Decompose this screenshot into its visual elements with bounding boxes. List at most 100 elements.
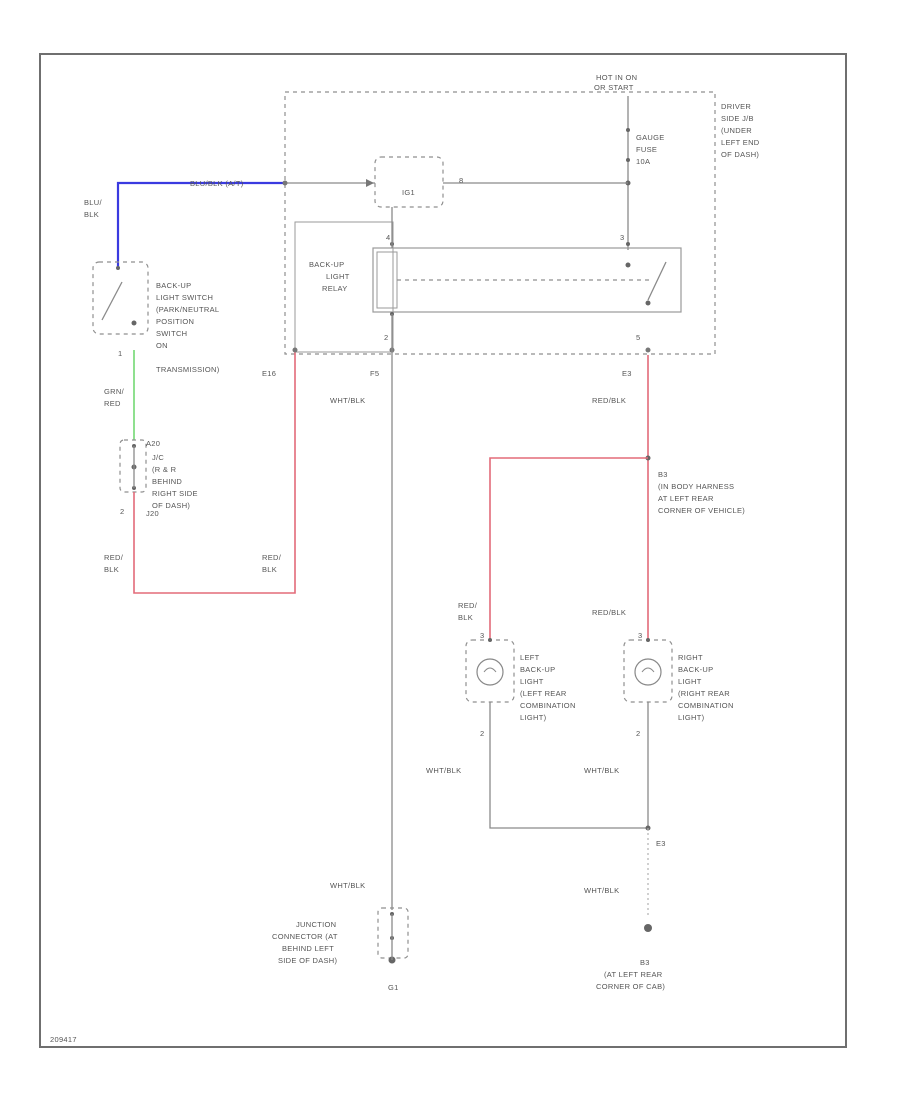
hot-in-label-2: OR START	[594, 83, 634, 92]
grn-red-label-1: GRN/	[104, 387, 125, 396]
arrow-icon	[366, 179, 374, 187]
relay-label: BACK-UP LIGHT RELAY	[309, 260, 350, 293]
pin-3-left-lamp: 3	[480, 631, 484, 640]
svg-text:SWITCH: SWITCH	[156, 329, 187, 338]
svg-text:J/C: J/C	[152, 453, 164, 462]
svg-text:COMBINATION: COMBINATION	[520, 701, 576, 710]
svg-text:B3: B3	[640, 958, 650, 967]
svg-text:RELAY: RELAY	[322, 284, 348, 293]
e3-node	[645, 347, 651, 353]
switch-top-node	[116, 266, 120, 270]
svg-text:(R & R: (R & R	[152, 465, 177, 474]
svg-text:SIDE OF DASH): SIDE OF DASH)	[278, 956, 338, 965]
driver-junction-block	[284, 91, 716, 355]
relay-pin-3: 3	[620, 233, 624, 242]
right-lamp-top-node	[646, 638, 650, 642]
right-lamp-box	[623, 639, 673, 703]
conn-e16: E16	[262, 369, 276, 378]
svg-text:POSITION: POSITION	[156, 317, 194, 326]
pin-a20: A20	[146, 439, 160, 448]
svg-text:OF DASH): OF DASH)	[152, 501, 190, 510]
diagram-frame	[39, 53, 847, 1048]
blu-blk-label-2: BLK	[84, 210, 99, 219]
red-blk-lamp-left-1: RED/	[458, 601, 478, 610]
wht-blk-lower-left: WHT/BLK	[330, 881, 365, 890]
svg-text:GAUGE: GAUGE	[636, 133, 665, 142]
pin-2-left-lamp: 2	[480, 729, 484, 738]
svg-text:BACK-UP: BACK-UP	[156, 281, 191, 290]
conn-f5: F5	[370, 369, 379, 378]
relay-pin-4: 4	[386, 233, 390, 242]
svg-text:RIGHT SIDE: RIGHT SIDE	[152, 489, 198, 498]
svg-text:COMBINATION: COMBINATION	[678, 701, 734, 710]
relay-pin-3-node	[626, 242, 630, 246]
grn-red-label-2: RED	[104, 399, 121, 408]
left-filament-icon	[483, 667, 497, 673]
relay-contact-top	[625, 262, 631, 268]
red-wire-left-lamp	[489, 457, 648, 640]
svg-text:ON: ON	[156, 341, 168, 350]
right-lamp-label: RIGHT BACK-UP LIGHT (RIGHT REAR COMBINAT…	[678, 653, 734, 722]
fuse-bottom-node	[626, 158, 630, 162]
b3-junction-label: B3 (IN BODY HARNESS AT LEFT REAR CORNER …	[658, 470, 745, 515]
left-lamp-box	[465, 639, 515, 703]
ig1-connector	[374, 156, 444, 208]
relay-contact-bottom	[645, 300, 651, 306]
fuse-top-node	[626, 128, 630, 132]
svg-text:CONNECTOR (AT: CONNECTOR (AT	[272, 932, 338, 941]
svg-text:TRANSMISSION): TRANSMISSION)	[156, 365, 220, 374]
pin-j20: J20	[146, 509, 159, 518]
red-blk-e3-label: RED/BLK	[592, 396, 626, 405]
ig1-pin-label: 8	[459, 176, 463, 185]
driver-jb-label: DRIVER SIDE J/B (UNDER LEFT END OF DASH)	[721, 102, 760, 159]
svg-text:SIDE J/B: SIDE J/B	[721, 114, 754, 123]
ground-g1-label: G1	[388, 983, 399, 992]
switch-contact	[101, 281, 123, 321]
conn-e3: E3	[622, 369, 632, 378]
jc-label: J/C (R & R BEHIND RIGHT SIDE OF DASH)	[152, 453, 198, 510]
svg-text:BACK-UP: BACK-UP	[520, 665, 555, 674]
svg-text:FUSE: FUSE	[636, 145, 657, 154]
pin-2-jc: 2	[120, 507, 124, 516]
svg-text:LIGHT): LIGHT)	[520, 713, 547, 722]
left-lamp-label: LEFT BACK-UP LIGHT (LEFT REAR COMBINATIO…	[520, 653, 576, 722]
svg-text:(IN BODY HARNESS: (IN BODY HARNESS	[658, 482, 734, 491]
wht-blk-lower-right: WHT/BLK	[584, 886, 619, 895]
red-blk-lamp-left-2: BLK	[458, 613, 473, 622]
junction-connector-label: JUNCTION CONNECTOR (AT BEHIND LEFT SIDE …	[272, 920, 338, 965]
svg-text:AT LEFT REAR: AT LEFT REAR	[658, 494, 714, 503]
pin-2-right-lamp: 2	[636, 729, 640, 738]
svg-text:BACK-UP: BACK-UP	[678, 665, 713, 674]
to-connector-label: BLU/BLK (A/T)	[190, 179, 244, 188]
backup-light-relay	[372, 247, 682, 313]
svg-text:RIGHT: RIGHT	[678, 653, 703, 662]
svg-text:BACK-UP: BACK-UP	[309, 260, 344, 269]
svg-text:LIGHT: LIGHT	[678, 677, 702, 686]
ground-b3-icon	[644, 924, 652, 932]
switch-bottom-node	[131, 320, 137, 326]
diagram-id: 209417	[50, 1035, 77, 1044]
relay-outer-box	[294, 221, 394, 353]
svg-text:LIGHT SWITCH: LIGHT SWITCH	[156, 293, 213, 302]
svg-text:OF DASH): OF DASH)	[721, 150, 759, 159]
svg-text:(RIGHT REAR: (RIGHT REAR	[678, 689, 730, 698]
red-blk-mid-1: RED/	[262, 553, 282, 562]
backup-switch-box	[92, 261, 149, 335]
svg-text:(PARK/NEUTRAL: (PARK/NEUTRAL	[156, 305, 219, 314]
relay-pin-2: 2	[384, 333, 388, 342]
ground-b3-label: B3 (AT LEFT REAR CORNER OF CAB)	[596, 958, 665, 991]
relay-switch-contact	[647, 261, 667, 301]
backup-switch-label: BACK-UP LIGHT SWITCH (PARK/NEUTRAL POSIT…	[156, 281, 220, 374]
svg-text:CORNER OF VEHICLE): CORNER OF VEHICLE)	[658, 506, 745, 515]
svg-text:B3: B3	[658, 470, 668, 479]
wht-blk-relay-label: WHT/BLK	[330, 396, 365, 405]
e16-node	[292, 347, 298, 353]
red-blk-left-1: RED/	[104, 553, 124, 562]
connector-node	[282, 180, 288, 186]
svg-text:LEFT END: LEFT END	[721, 138, 760, 147]
svg-text:(AT LEFT REAR: (AT LEFT REAR	[604, 970, 663, 979]
hot-in-label-1: HOT IN ON	[596, 73, 637, 82]
svg-text:LIGHT: LIGHT	[326, 272, 350, 281]
red-blk-left-2: BLK	[104, 565, 119, 574]
